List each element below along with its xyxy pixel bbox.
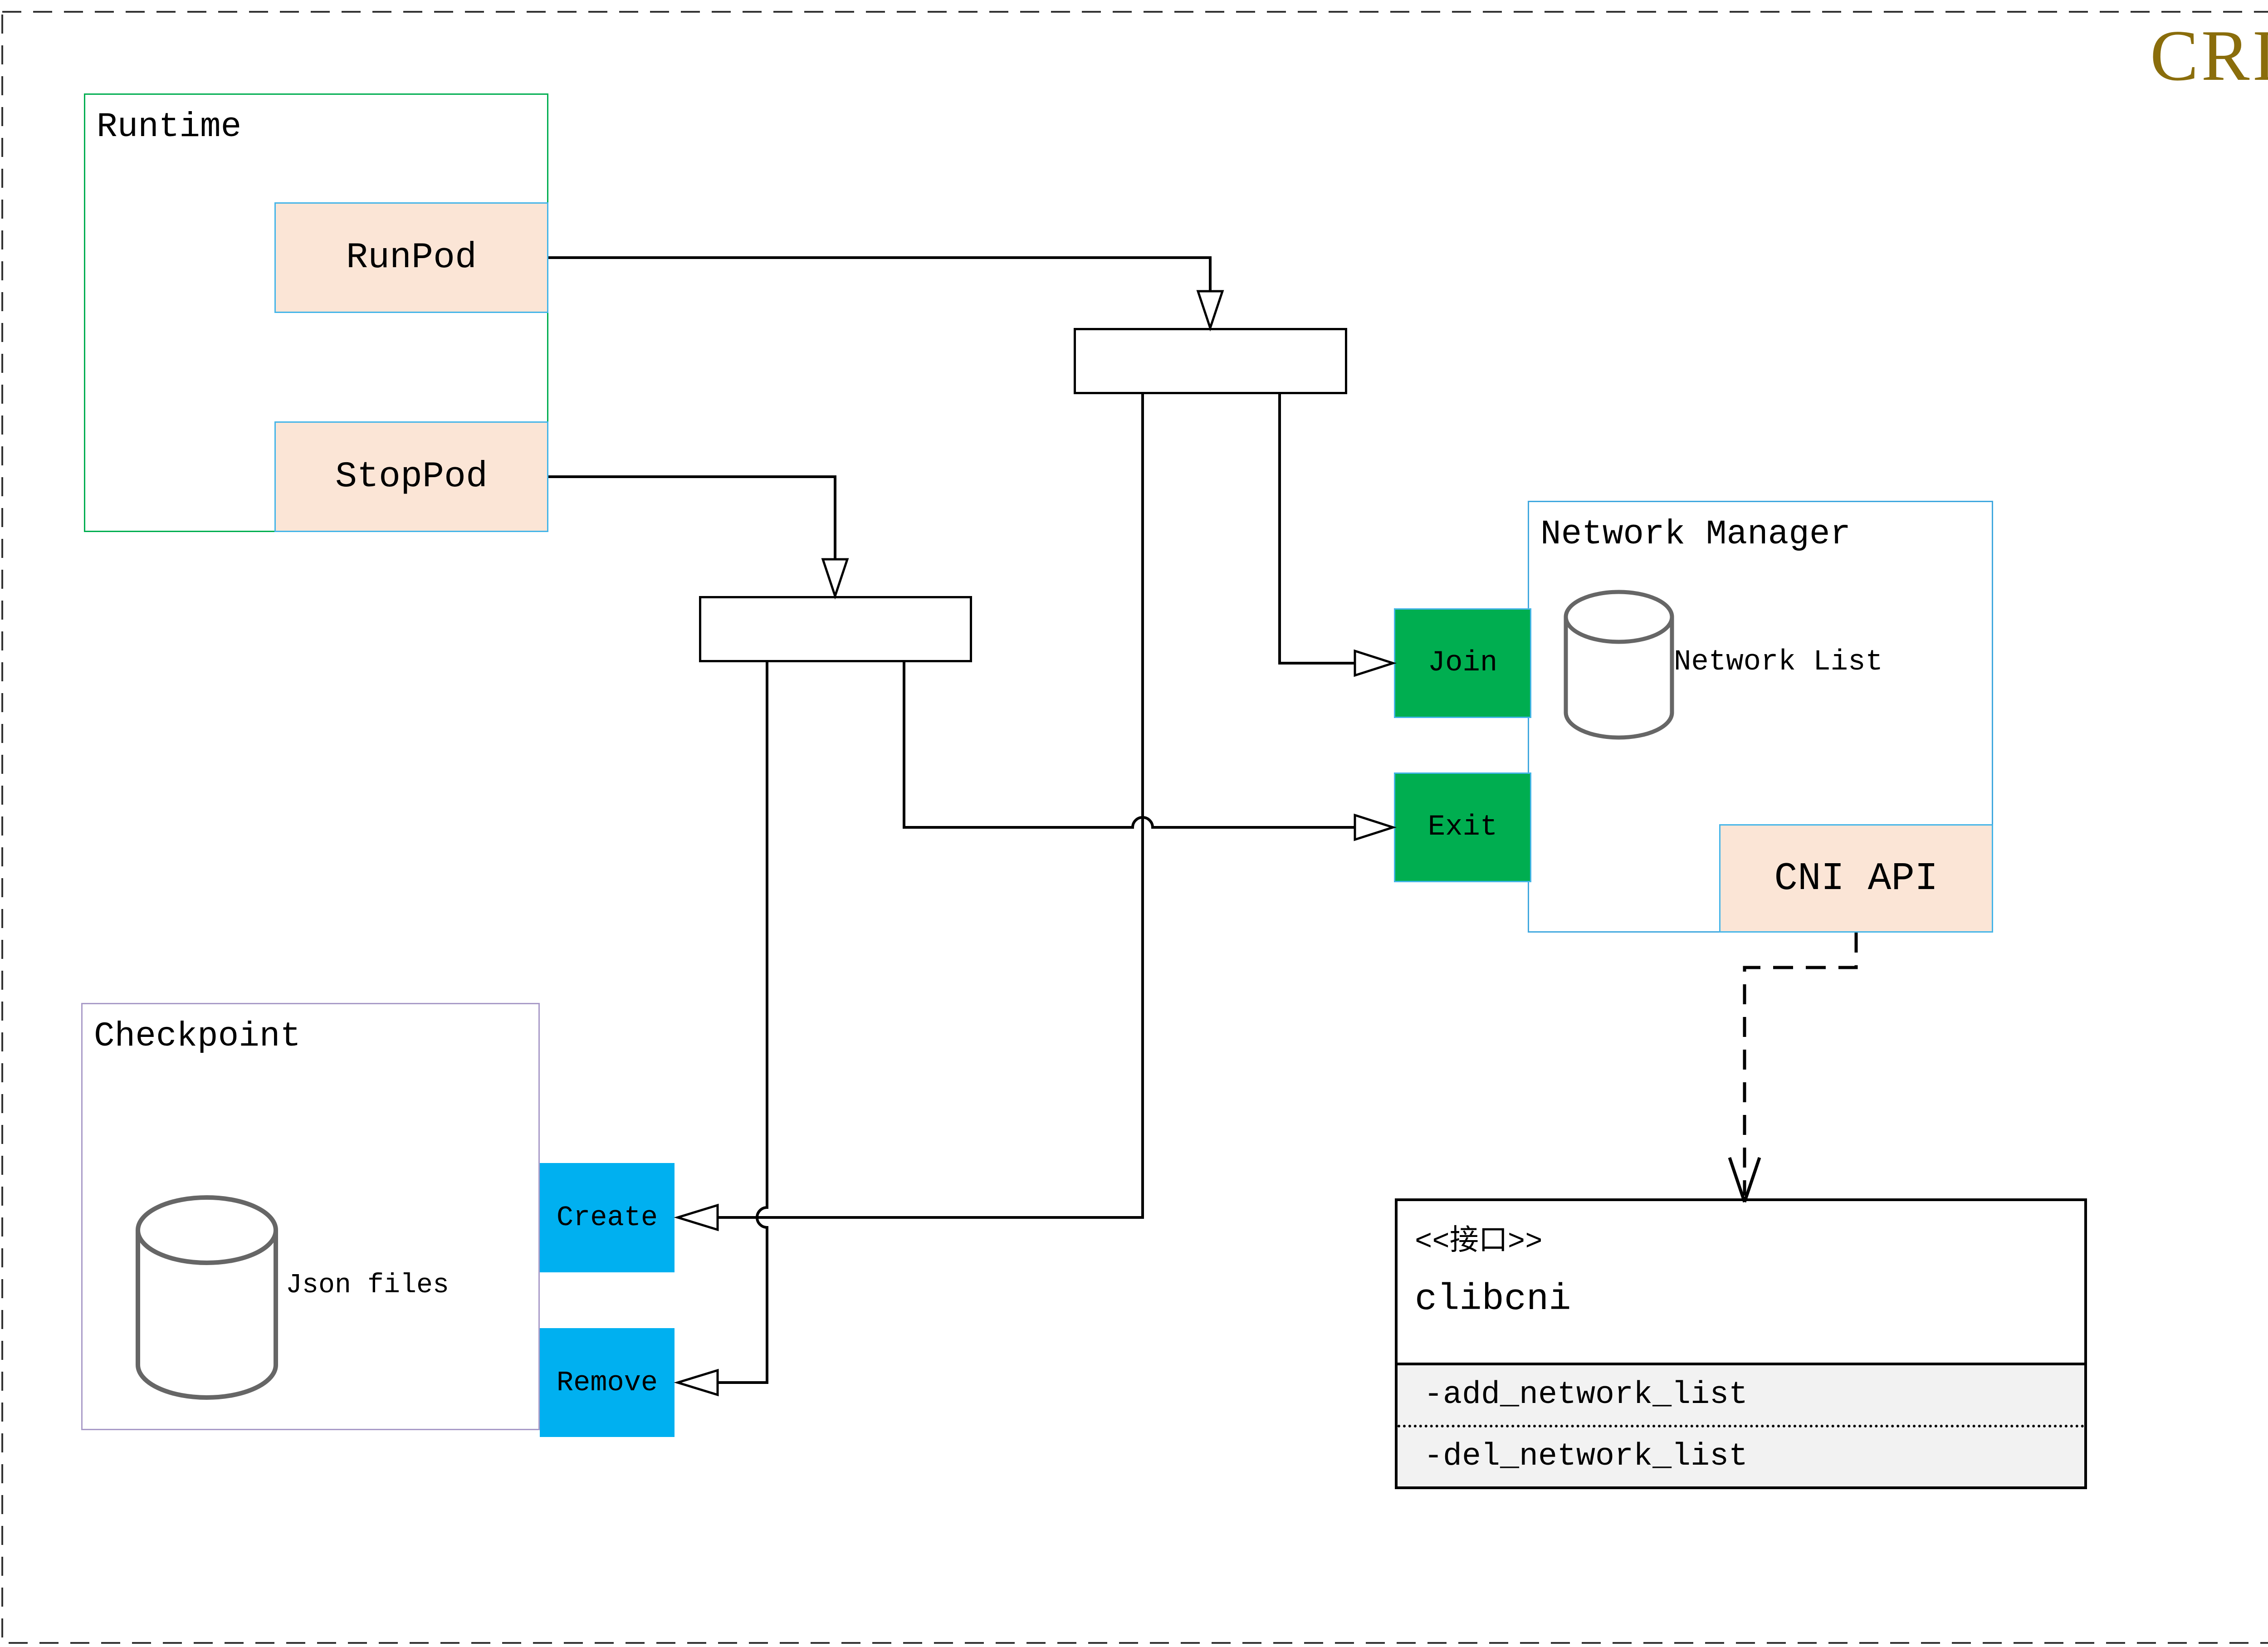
stoppod-junction-box (699, 596, 972, 662)
cni-api-node: CNI API (1719, 824, 1993, 933)
checkpoint-container-box: Checkpoint (81, 1003, 540, 1430)
wire-runpod-to-junction-a (548, 256, 1212, 291)
remove-label: Remove (556, 1366, 658, 1399)
clibcni-method-del: -del_network_list (1424, 1439, 1748, 1475)
arrowhead-into-junction-a (1196, 290, 1224, 332)
join-node: Join (1394, 608, 1531, 718)
arrowhead-into-join (1354, 649, 1397, 677)
checkpoint-title: Checkpoint (94, 1017, 301, 1056)
runpod-label: RunPod (346, 237, 477, 279)
create-label: Create (556, 1202, 658, 1234)
cni-api-label: CNI API (1774, 856, 1938, 901)
arrowhead-into-remove (674, 1368, 719, 1397)
network-manager-title: Network Manager (1540, 515, 1851, 554)
wire-cniapi-to-clibcni-dashed (1743, 933, 1858, 1196)
clibcni-header-section: <<接口>> clibcni (1398, 1201, 2084, 1363)
wire-junction-b-to-remove (718, 662, 768, 1384)
arrowhead-into-create (674, 1203, 719, 1232)
page-title: CRI (2150, 15, 2268, 96)
clibcni-method-add: -add_network_list (1398, 1365, 2084, 1427)
join-label: Join (1427, 647, 1498, 679)
clibcni-methods-section: -add_network_list -del_network_list (1398, 1363, 2084, 1486)
stoppod-node: StopPod (274, 421, 548, 532)
clibcni-name: clibcni (1415, 1278, 1571, 1320)
runpod-node: RunPod (274, 202, 548, 313)
create-node: Create (540, 1163, 675, 1272)
remove-node: Remove (540, 1328, 675, 1437)
arrowhead-into-junction-b (821, 558, 849, 600)
arrowhead-into-exit (1354, 813, 1397, 841)
wire-junction-b-to-exit (903, 662, 1355, 829)
wire-junction-a-to-create (718, 394, 1144, 1219)
clibcni-interface-box: <<接口>> clibcni -add_network_list -del_ne… (1395, 1198, 2087, 1489)
runpod-junction-box (1074, 328, 1347, 394)
wire-stoppod-to-junction-b (548, 475, 836, 559)
exit-node: Exit (1394, 772, 1531, 882)
wire-junction-a-to-join (1278, 394, 1355, 665)
runtime-title: Runtime (97, 108, 242, 147)
stoppod-label: StopPod (335, 456, 488, 498)
open-arrowhead-into-clibcni (1728, 1157, 1761, 1203)
clibcni-stereotype: <<接口>> (1415, 1226, 1543, 1259)
exit-label: Exit (1427, 811, 1498, 844)
network-list-label: Network List (1674, 646, 1883, 679)
json-files-label: Json files (286, 1270, 450, 1301)
